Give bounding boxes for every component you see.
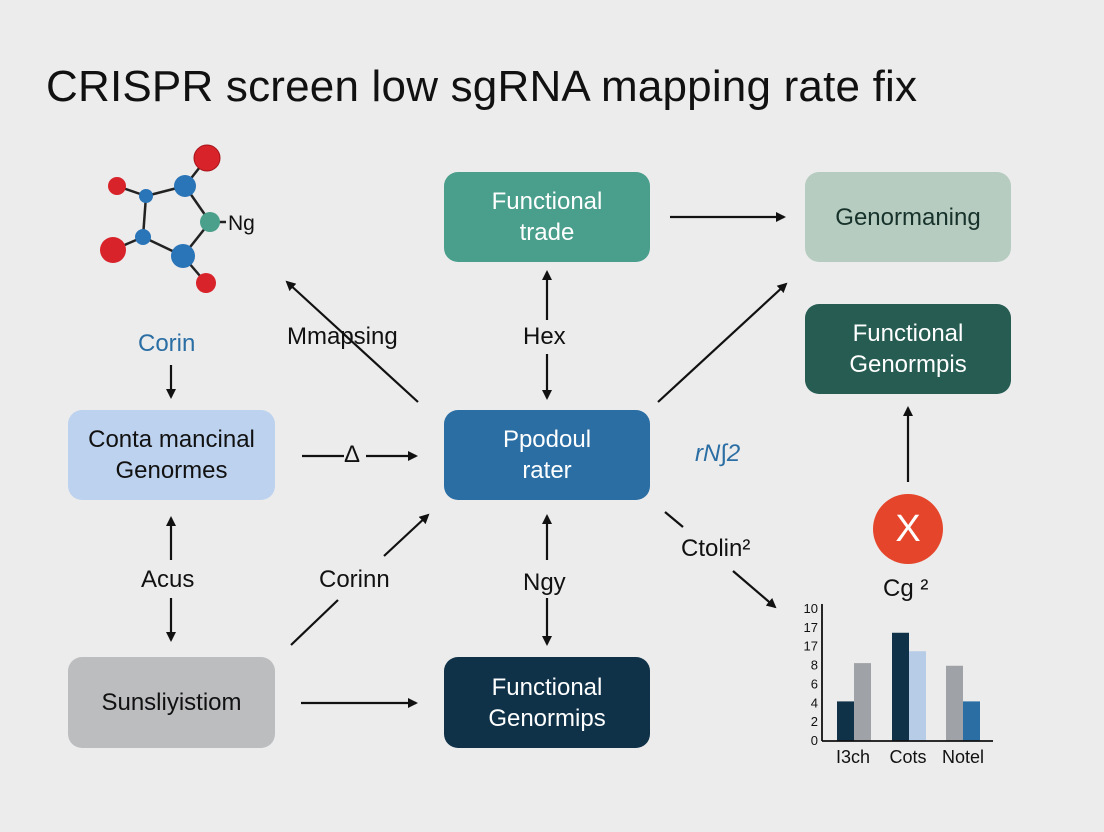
label-ngy: Ngy — [523, 569, 566, 596]
chart-bar — [854, 663, 871, 741]
label-rn: rN∫2 — [695, 440, 741, 467]
chart-bar — [909, 651, 926, 741]
page-title: CRISPR screen low sgRNA mapping rate fix — [46, 62, 918, 111]
chart-bar — [946, 665, 963, 741]
chart-y-tick-label: 17 — [804, 639, 818, 654]
chart-y-tick-label: 17 — [804, 620, 818, 635]
arrow-corinn-low — [290, 599, 339, 646]
chart-category-label: Notel — [942, 747, 984, 767]
arrow-ctolin-out — [732, 570, 777, 609]
chart-bar — [837, 701, 854, 741]
label-delta: Δ — [344, 441, 361, 468]
chart-y-tick-label: 10 — [804, 601, 818, 616]
node-sunsliyistiom: Sunsliyistiom — [68, 657, 275, 748]
label-cg: Cg ² — [883, 575, 929, 602]
label-hex: Hex — [523, 323, 566, 350]
label-acus: Acus — [141, 566, 195, 593]
label-mmapsing: Mmapsing — [287, 323, 398, 350]
chart-y-tick-label: 2 — [811, 714, 818, 729]
chart-y-tick-label: 4 — [811, 695, 818, 710]
chart-y-tick-label: 0 — [811, 733, 818, 748]
label-ctolin: Ctolin² — [681, 535, 751, 562]
chart-category-label: Cots — [889, 747, 926, 767]
chart-bar — [892, 632, 909, 741]
chart-y-tick-label: 6 — [811, 676, 818, 691]
label-corinn: Corinn — [319, 566, 390, 593]
chart-y-tick-label: 8 — [811, 658, 818, 673]
arrow-center-to-genormaning — [657, 282, 788, 403]
arrow-ctolin-in — [664, 511, 684, 528]
chart-category-label: I3ch — [836, 747, 870, 767]
chart-bar — [963, 701, 980, 741]
node-genormaning: Genormaning — [805, 172, 1011, 262]
arrow-mmapsing — [285, 280, 419, 403]
label-corin: Corin — [138, 330, 196, 357]
error-x-icon: X — [873, 494, 943, 564]
molecule-label: Ng — [228, 212, 255, 235]
arrow-corinn-high — [383, 513, 430, 557]
